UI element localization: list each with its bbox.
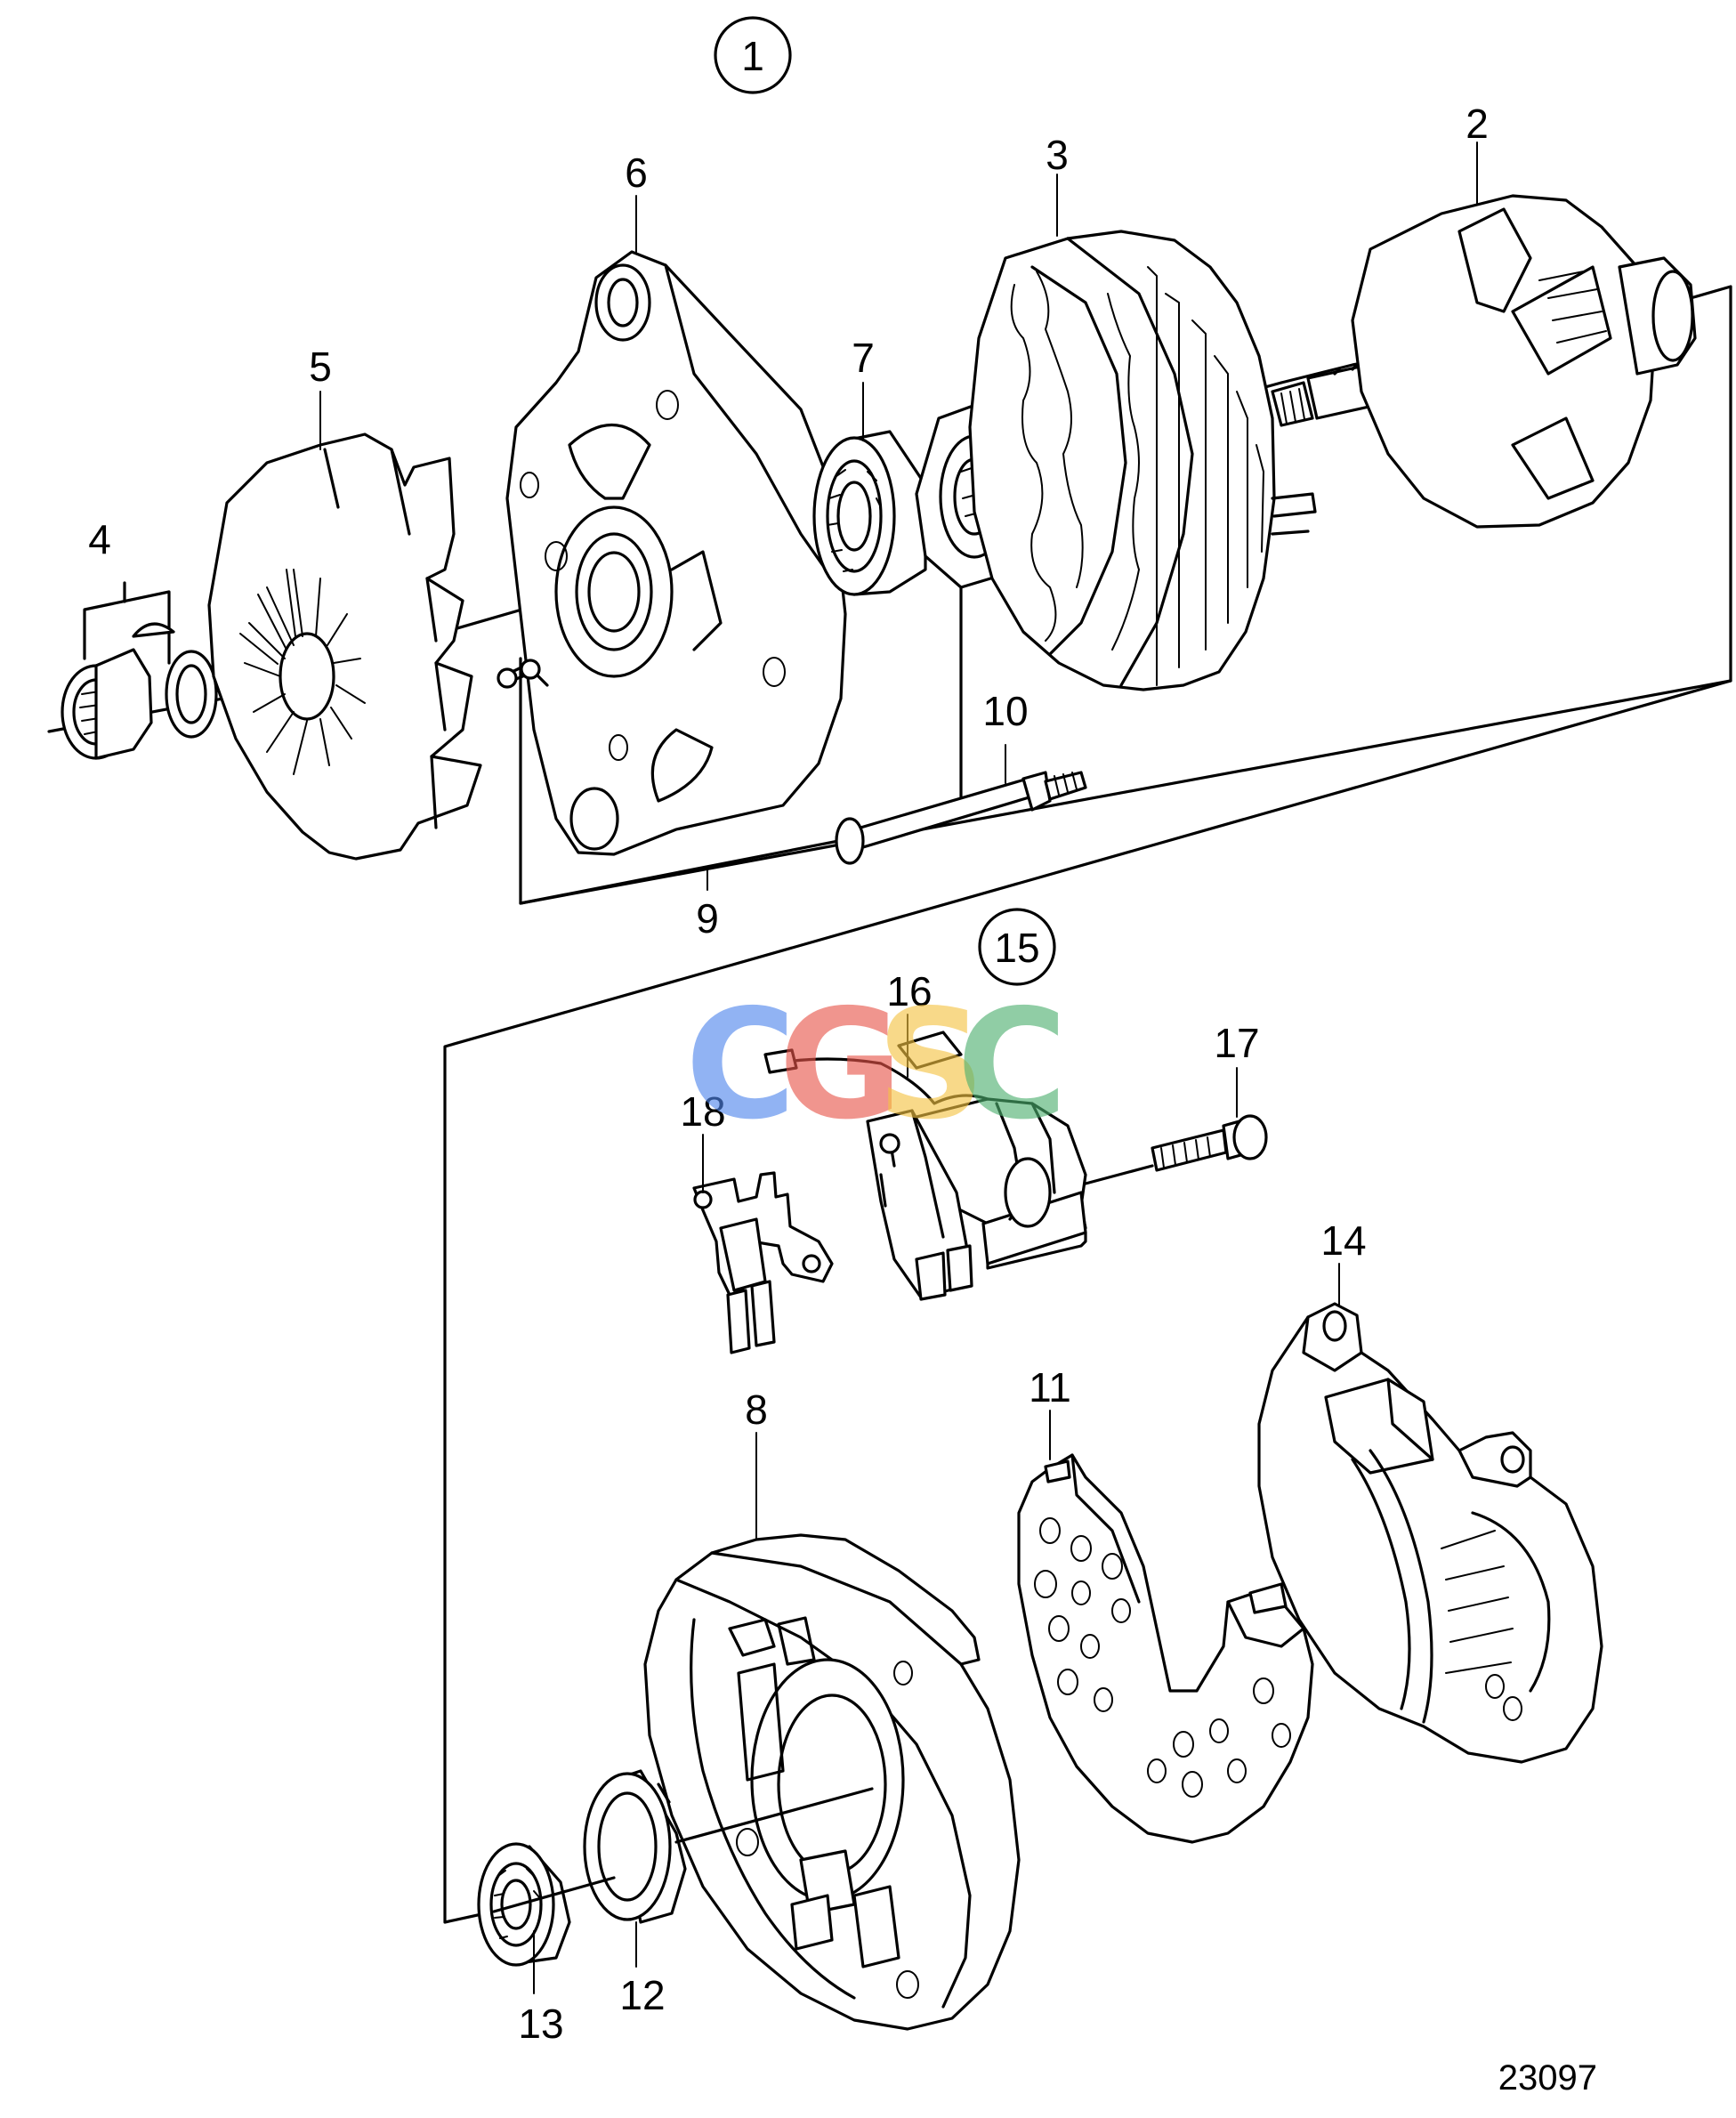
rectifier-holes: [1034, 1517, 1291, 1798]
brush-holder: [692, 1171, 834, 1354]
through-bolt: [835, 771, 1087, 865]
rotor: [1271, 194, 1697, 529]
part-label-11: 11: [1029, 1364, 1071, 1411]
watermark-letter-c2: C: [957, 977, 1068, 1153]
leader-lines-group15: [533, 1014, 1340, 1994]
regulator-screw: [1084, 1114, 1268, 1185]
part-label-4: 4: [88, 516, 111, 562]
slip-ring-end-shield: [643, 1533, 1021, 2031]
part-label-9: 9: [696, 895, 719, 942]
part-label-8: 8: [745, 1386, 768, 1433]
retaining-ring: [583, 1769, 687, 1924]
group-1-label: 1: [741, 33, 764, 79]
cgsc-watermark: C G S C: [685, 977, 1068, 1153]
part-label-10: 10: [982, 688, 1028, 734]
leader-lines-group1: [319, 141, 1478, 891]
part-label-3: 3: [1046, 132, 1069, 178]
group-15-label: 15: [994, 925, 1039, 971]
drive-end-shield: [497, 250, 847, 856]
watermark-letter-c1: C: [685, 977, 796, 1153]
bearing-7: [812, 430, 927, 596]
part-label-2: 2: [1466, 101, 1489, 147]
group-15-circle: [978, 908, 1056, 986]
part-label-5: 5: [309, 344, 332, 390]
part-label-17: 17: [1214, 1020, 1259, 1066]
stator: [968, 230, 1317, 691]
part-label-13: 13: [518, 2001, 563, 2047]
watermark-letter-g: G: [779, 977, 903, 1153]
part-label-12: 12: [619, 1972, 665, 2018]
part-label-18: 18: [680, 1088, 725, 1135]
rear-protective-cover: [1257, 1302, 1603, 1764]
cooling-fan: [207, 432, 482, 861]
group15-bracket-line: [443, 679, 1732, 1924]
part-label-7: 7: [852, 335, 875, 381]
watermark-letter-s: S: [876, 977, 985, 1153]
rear-axis-line: [492, 1787, 874, 1913]
nut-and-washer: [61, 581, 218, 760]
part-label-14: 14: [1320, 1217, 1366, 1264]
part-label-6: 6: [625, 150, 648, 196]
drawing-number: 23097: [1498, 2058, 1597, 2098]
voltage-regulator: [763, 1031, 1087, 1301]
part-label-16: 16: [886, 968, 932, 1015]
group-1-circle: [714, 16, 792, 94]
rectifier-diode-plate: [1017, 1453, 1314, 1844]
